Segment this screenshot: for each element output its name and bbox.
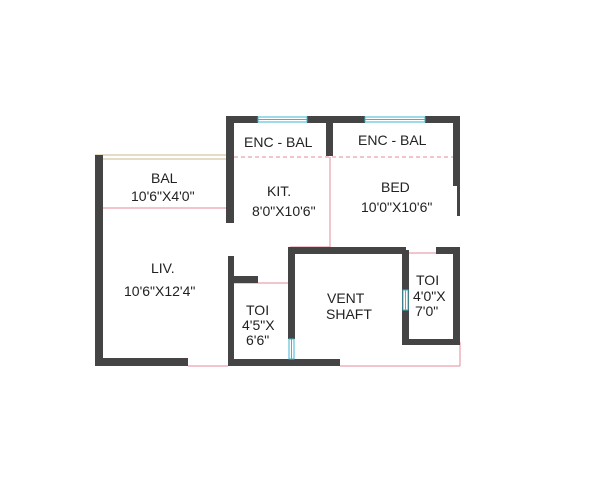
enc-bal-left-label: ENC - BAL <box>244 134 313 150</box>
toi-left-size-line1: 4'5"X <box>242 317 275 333</box>
liv-size: 10'6"X12'4" <box>124 283 195 299</box>
bed-size: 10'0"X10'6" <box>361 199 432 215</box>
bal-size: 10'6"X4'0" <box>131 188 195 204</box>
shaft-label: SHAFT <box>326 306 372 322</box>
toi-right-size-line1: 4'0"X <box>413 288 446 304</box>
liv-label: LIV. <box>151 260 175 276</box>
toi-left-label: TOI <box>246 302 269 318</box>
toi-right-label: TOI <box>416 272 439 288</box>
toi-right-size-line2: 7'0" <box>415 303 438 319</box>
bal-label: BAL <box>151 170 178 186</box>
vent-label: VENT <box>327 290 365 306</box>
toi-left-size-line2: 6'6" <box>246 332 269 348</box>
kit-label: KIT. <box>267 183 291 199</box>
windows <box>257 116 426 360</box>
balcony-railing <box>95 154 226 160</box>
kit-size: 8'0"X10'6" <box>252 203 316 219</box>
enc-bal-right-label: ENC - BAL <box>358 132 427 148</box>
room-labels: ENC - BAL ENC - BAL BAL 10'6"X4'0" KIT. … <box>124 132 446 348</box>
walls <box>95 116 460 366</box>
bed-label: BED <box>381 179 410 195</box>
